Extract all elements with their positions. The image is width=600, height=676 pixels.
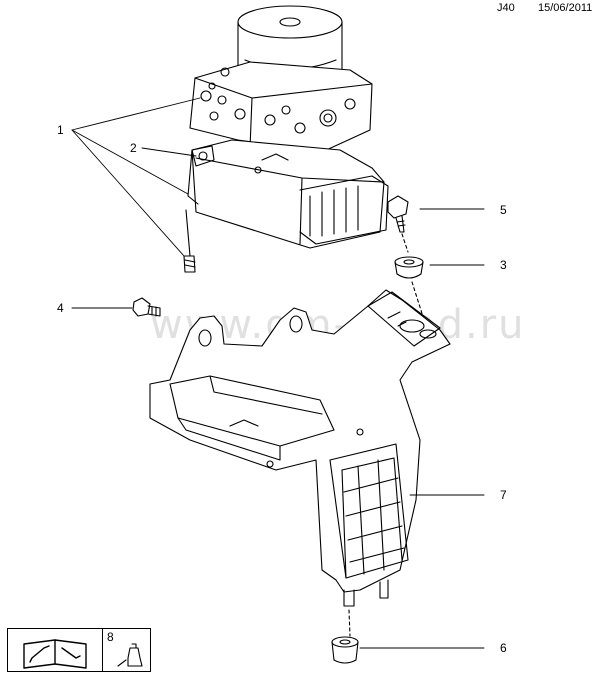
mounting-bolt-1 (183, 209, 196, 273)
bolt-part-5 (387, 195, 409, 253)
page-code: J40 (497, 2, 515, 14)
bolt-part-4 (132, 297, 161, 317)
abs-hydraulic-unit (189, 5, 373, 153)
manual-book-wrench-icon (23, 639, 87, 669)
legend-box (7, 628, 151, 672)
leader-lines (71, 97, 485, 649)
callout-2: 2 (130, 141, 137, 155)
callout-3: 3 (500, 258, 507, 272)
page-date: 15/06/2011 (538, 2, 593, 14)
mounting-bracket-part-7 (149, 289, 451, 607)
callout-4: 4 (57, 301, 64, 315)
callout-5: 5 (500, 203, 507, 217)
callout-1: 1 (57, 123, 64, 137)
callout-7: 7 (500, 488, 507, 502)
legend-divider (102, 628, 103, 672)
callout-6: 6 (500, 641, 507, 655)
rubber-foot-part-6 (331, 609, 359, 664)
electronic-control-module (187, 139, 389, 249)
lubricant-bottle-icon (117, 643, 143, 667)
legend-number: 8 (107, 630, 114, 644)
